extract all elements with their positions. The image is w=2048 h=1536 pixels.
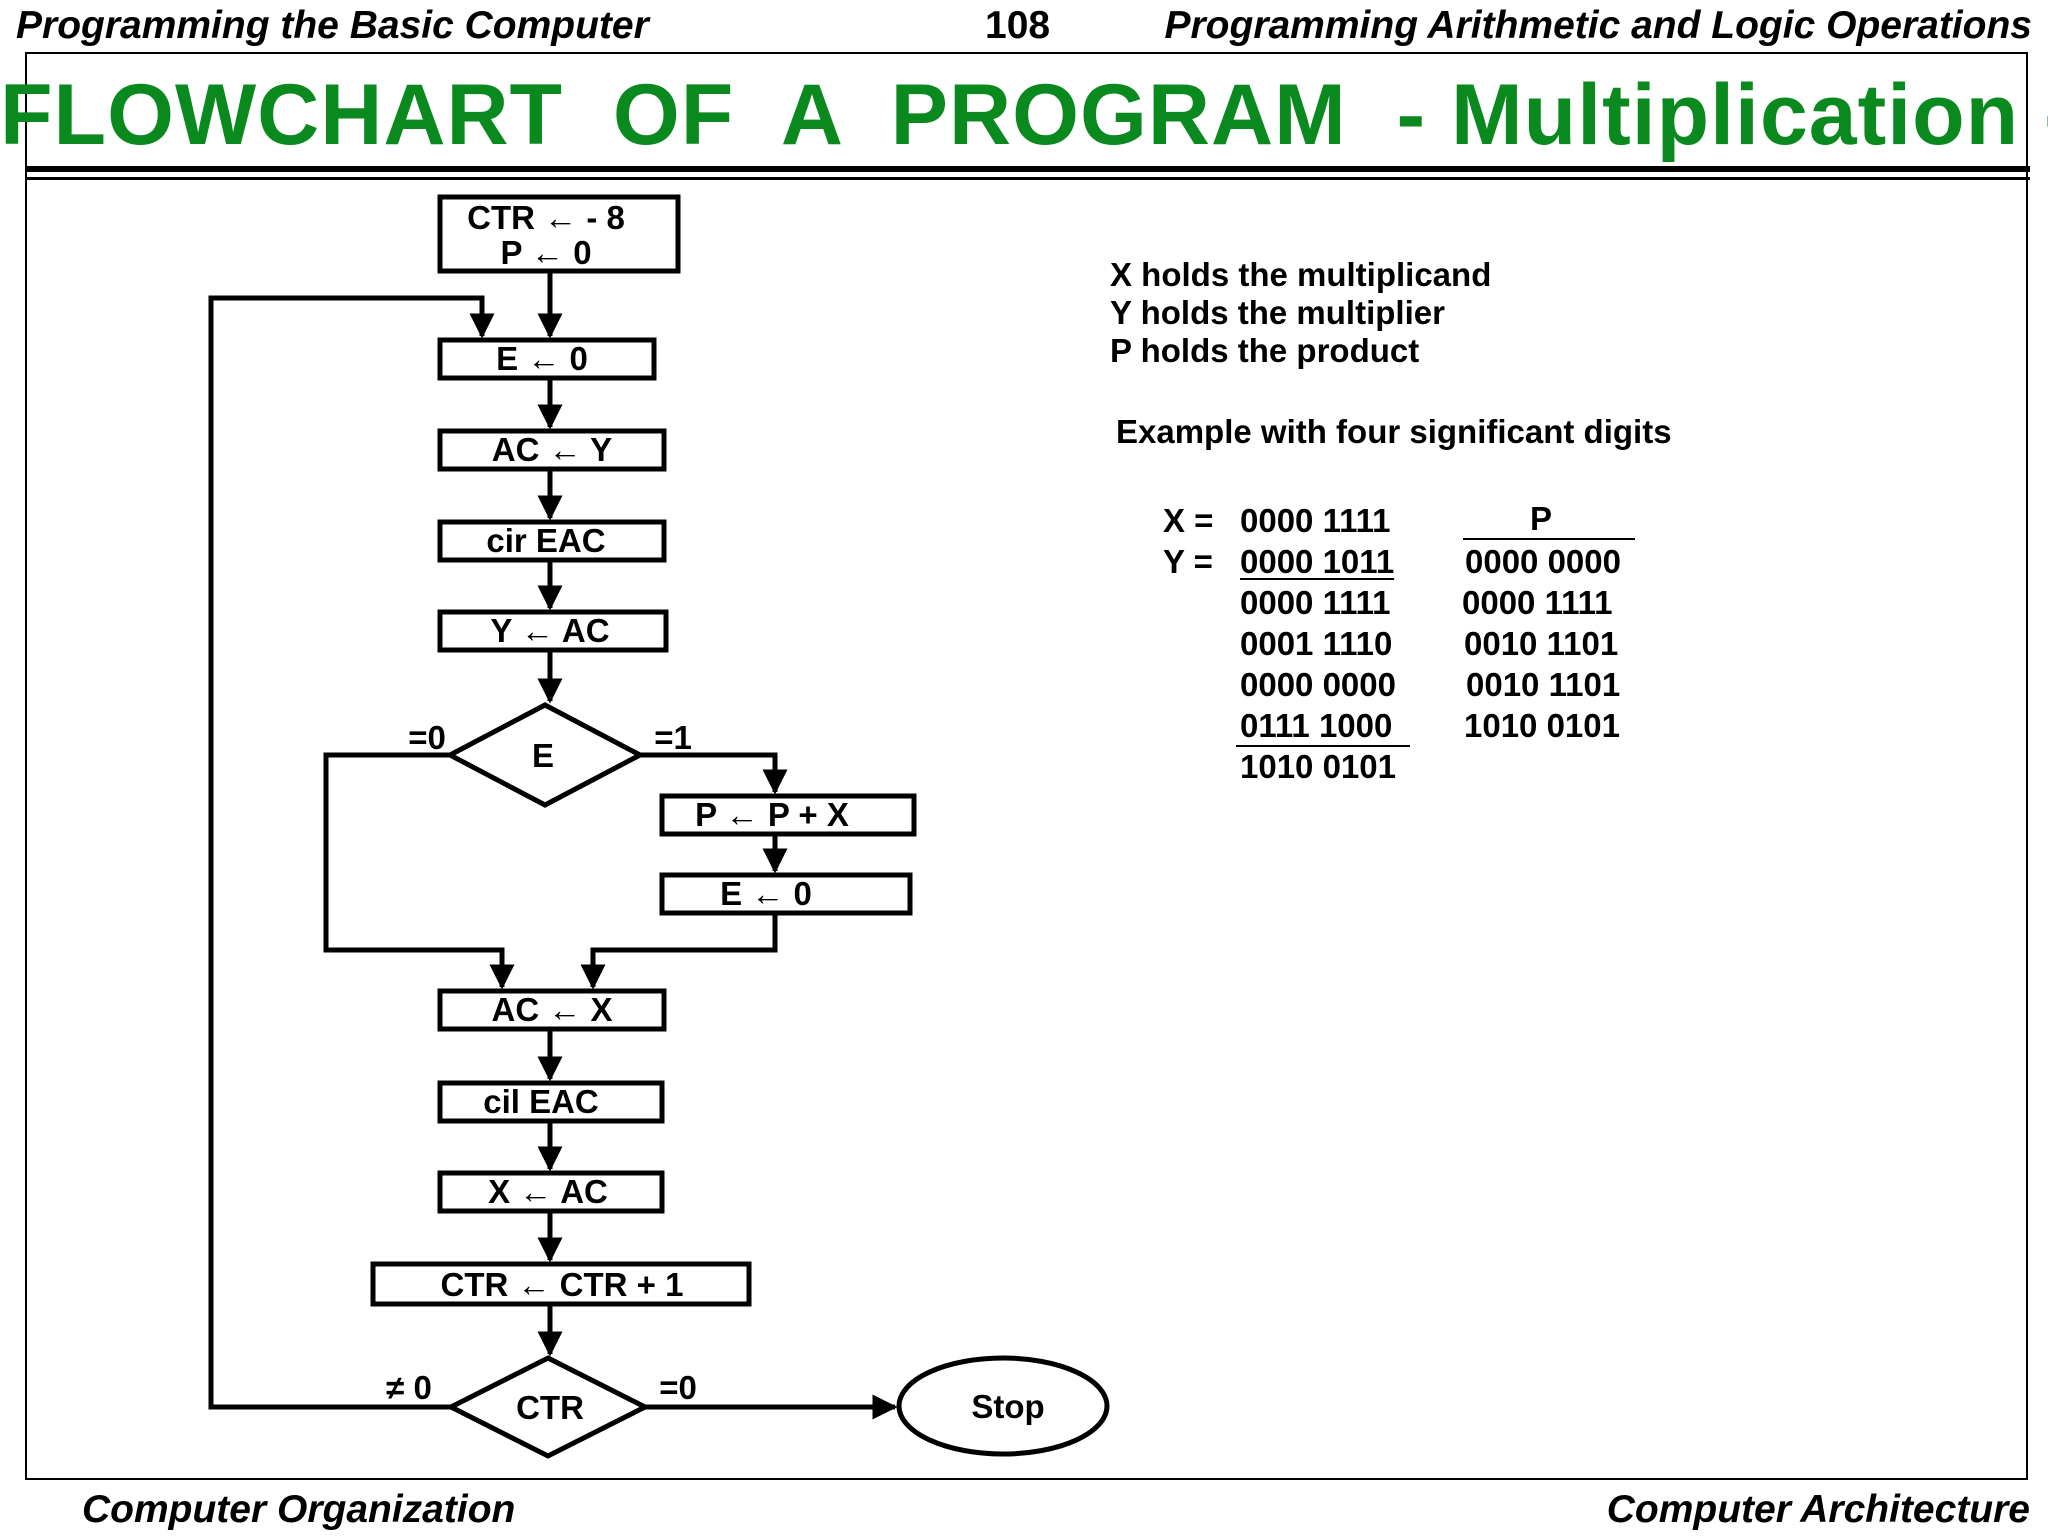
- decision-e-diamond: [444, 702, 646, 808]
- e-clear-box-2: [659, 872, 913, 916]
- p-add-x-text: P ← P + X: [695, 796, 849, 833]
- init-box: [437, 194, 681, 274]
- e-eq-1-label: =1: [654, 719, 692, 756]
- example-partial-4: 0111 1000: [1240, 707, 1393, 744]
- e-clear-text-1: E ← 0: [496, 340, 588, 377]
- path-e-clear-2-to-ac-x: [580, 913, 778, 990]
- ac-load-y-text: AC ← Y: [492, 431, 612, 468]
- stop-terminal: [896, 1355, 1110, 1457]
- example-p-header: P: [1530, 500, 1553, 537]
- example-x-label: X =: [1163, 502, 1214, 539]
- cir-eac-text: cir EAC: [486, 522, 605, 559]
- ac-load-x-text: AC ← X: [491, 991, 612, 1028]
- example-p-value-1: 0000 0000: [1465, 543, 1621, 580]
- page-number: 108: [985, 4, 1051, 47]
- page-title: FLOWCHART OF A PROGRAM - Multiplication …: [0, 67, 2048, 163]
- footer-left-text: Computer Organization: [82, 1488, 516, 1531]
- ac-load-x-box: [437, 988, 667, 1032]
- title-rule-thick: [26, 166, 2030, 172]
- ctr-ne-0-label: ≠ 0: [386, 1369, 432, 1406]
- decision-e-text: E: [532, 737, 554, 774]
- example-x-value: 0000 1111: [1240, 502, 1391, 539]
- example-partial-1: 0000 1111: [1240, 584, 1391, 621]
- e-clear-box-1: [437, 337, 657, 381]
- note-product: P holds the product: [1110, 332, 1420, 369]
- y-store-ac-box: [437, 609, 669, 653]
- title-rule-thin: [26, 177, 2030, 180]
- footer-right-text: Computer Architecture: [1606, 1488, 2030, 1531]
- x-store-ac-text: X ← AC: [488, 1173, 608, 1210]
- example-p-value-3: 0010 1101: [1464, 625, 1619, 662]
- cil-eac-text: cil EAC: [483, 1083, 599, 1120]
- example-partial-2: 0001 1110: [1240, 625, 1393, 662]
- header-left-text: Programming the Basic Computer: [16, 4, 649, 47]
- path-e-eq-1: [640, 752, 788, 795]
- example-sum-rule: [1236, 745, 1410, 747]
- example-p-value-5: 1010 0101: [1464, 707, 1620, 744]
- p-add-x-box: [659, 793, 917, 837]
- example-y-label: Y =: [1163, 543, 1213, 580]
- decision-ctr-text: CTR: [516, 1389, 584, 1426]
- ctr-increment-text: CTR ← CTR + 1: [441, 1266, 684, 1303]
- x-store-ac-box: [437, 1170, 665, 1214]
- ctr-increment-box: [370, 1261, 752, 1307]
- path-ctr-ne-0-loop: [208, 295, 495, 1410]
- example-sum: 1010 0101: [1240, 748, 1396, 785]
- example-y-value: 0000 1011: [1240, 543, 1395, 580]
- note-multiplier: Y holds the multiplier: [1110, 294, 1445, 331]
- example-partial-3: 0000 0000: [1240, 666, 1396, 703]
- path-e-eq-0: [323, 752, 515, 990]
- cil-eac-box: [437, 1080, 665, 1124]
- example-heading: Example with four significant digits: [1116, 413, 1672, 450]
- example-p-value-4: 0010 1101: [1466, 666, 1621, 703]
- example-p-value-2: 0000 1111: [1462, 584, 1613, 621]
- header-right-text: Programming Arithmetic and Logic Operati…: [1164, 4, 2032, 47]
- note-multiplicand: X holds the multiplicand: [1110, 256, 1492, 293]
- ac-load-y-box: [437, 428, 667, 472]
- stop-text: Stop: [971, 1388, 1044, 1425]
- e-clear-text-2: E ← 0: [720, 875, 812, 912]
- init-text-line1: CTR ← - 8: [467, 199, 625, 236]
- decision-ctr-diamond: [445, 1355, 651, 1459]
- ctr-eq-0-label: =0: [659, 1369, 697, 1406]
- example-p-header-rule: [1463, 538, 1635, 540]
- init-text-line2: P ← 0: [500, 234, 591, 271]
- y-store-ac-text: Y ← AC: [490, 612, 609, 649]
- e-eq-0-label: =0: [408, 719, 446, 756]
